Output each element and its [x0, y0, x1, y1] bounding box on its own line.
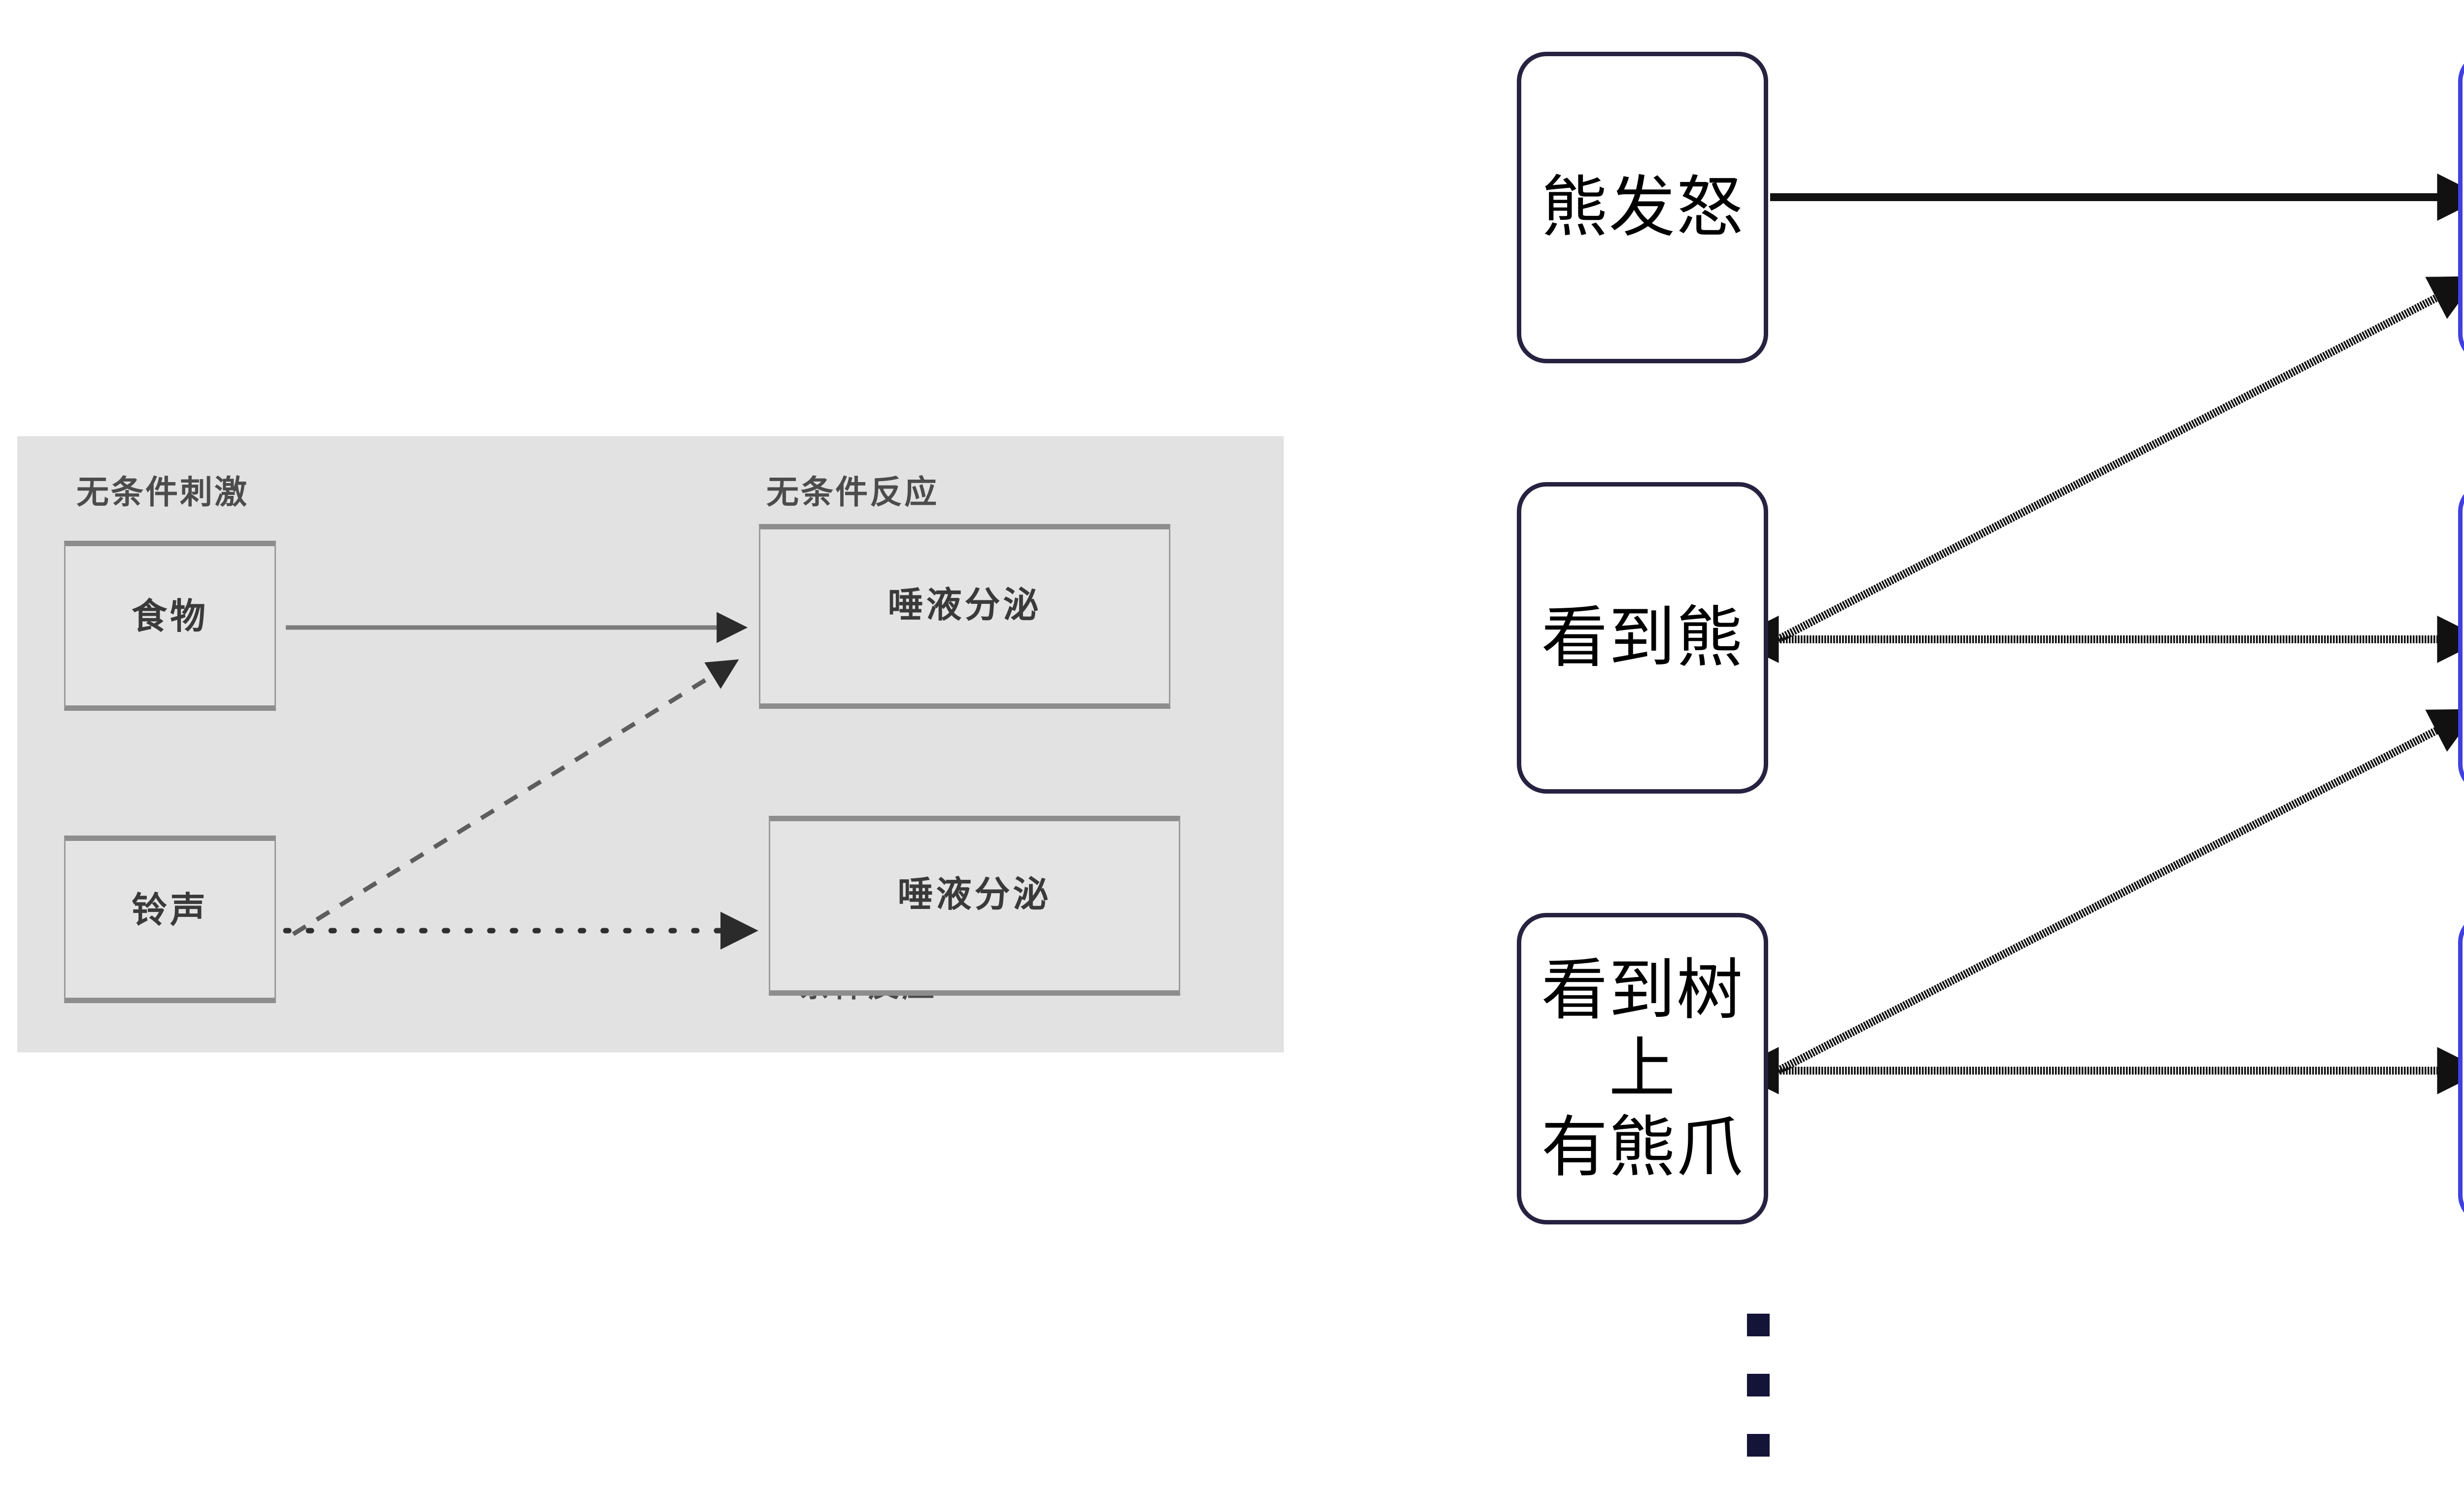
continuation-dots-left: [1747, 1314, 1770, 1494]
continuation-dot: [1747, 1314, 1770, 1336]
continuation-dot: [1747, 1434, 1770, 1457]
box-salivation-top: 唾液分泌: [759, 524, 1170, 709]
state-box-see-bear-label: 看到熊: [1541, 600, 1744, 675]
classical-conditioning-arrows: [283, 612, 758, 950]
box-salivation-bottom-label: 唾液分泌: [897, 875, 1052, 914]
value-box-reward[interactable]: 奖励: [2458, 52, 2464, 363]
state-box-see-claw[interactable]: 看到树上 有熊爪: [1517, 913, 1768, 1224]
state-box-see-bear[interactable]: 看到熊: [1517, 482, 1768, 794]
box-bell: 铃声: [64, 836, 276, 1003]
arrow-bell-to-salivation-top: [292, 659, 739, 936]
box-bell-label: 铃声: [131, 890, 208, 930]
box-salivation-bottom: 唾液分泌: [769, 816, 1180, 996]
value-box-v-s[interactable]: V(s): [2458, 913, 2464, 1224]
box-salivation-top-label: 唾液分泌: [888, 586, 1042, 625]
classical-conditioning-panel: 无条件刺激 无条件反应 条件刺激 条件反应 食物 铃声 唾液分泌 唾液分泌: [17, 436, 1284, 1052]
state-box-bear-angry-label: 熊发怒: [1541, 170, 1744, 245]
value-box-v-s-prime[interactable]: V(s′): [2458, 482, 2464, 794]
box-food: 食物: [64, 541, 276, 711]
label-unconditioned-response: 无条件反应: [766, 474, 939, 510]
state-box-see-claw-line1: 看到树上: [1541, 953, 1744, 1106]
arrow-see-bear-to-reward: [1776, 276, 2464, 643]
arrow-see-claw-to-v-s-prime: [1776, 709, 2464, 1075]
state-box-see-claw-line2: 有熊爪: [1541, 1110, 1744, 1185]
continuation-dot: [1747, 1374, 1770, 1396]
label-unconditioned-stimulus: 无条件刺激: [76, 474, 249, 510]
box-food-label: 食物: [131, 597, 208, 636]
state-box-bear-angry[interactable]: 熊发怒: [1517, 52, 1768, 363]
